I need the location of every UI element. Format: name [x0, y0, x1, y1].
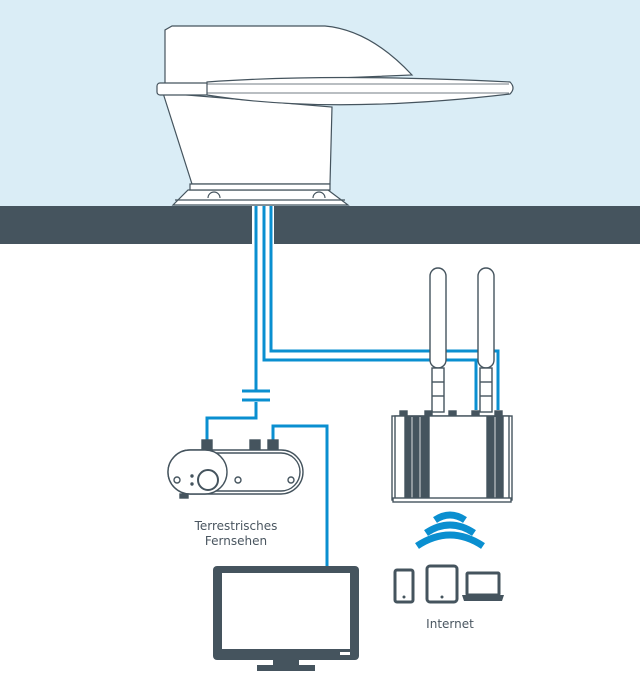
wifi-icon [415, 511, 485, 549]
tablet-icon [425, 564, 459, 604]
tv-monitor-icon [213, 566, 359, 671]
lte-router-icon [391, 267, 513, 503]
cable-to-router-1 [262, 206, 478, 410]
terrestrial-tv-label: Terrestrisches Fernsehen [176, 519, 296, 549]
vehicle-roof [0, 206, 640, 244]
cable-to-router-2 [269, 206, 500, 410]
terrestrial-tv-label-line2: Fernsehen [204, 534, 268, 548]
cable-to-tv [271, 424, 329, 567]
shark-fin-antenna-icon [156, 25, 514, 206]
internet-label: Internet [426, 617, 474, 631]
laptop-icon [462, 571, 504, 601]
cables [205, 206, 500, 567]
amplifier-icon [167, 439, 304, 499]
smartphone-icon [393, 568, 415, 604]
terrestrial-tv-label-line1: Terrestrisches [194, 519, 278, 533]
